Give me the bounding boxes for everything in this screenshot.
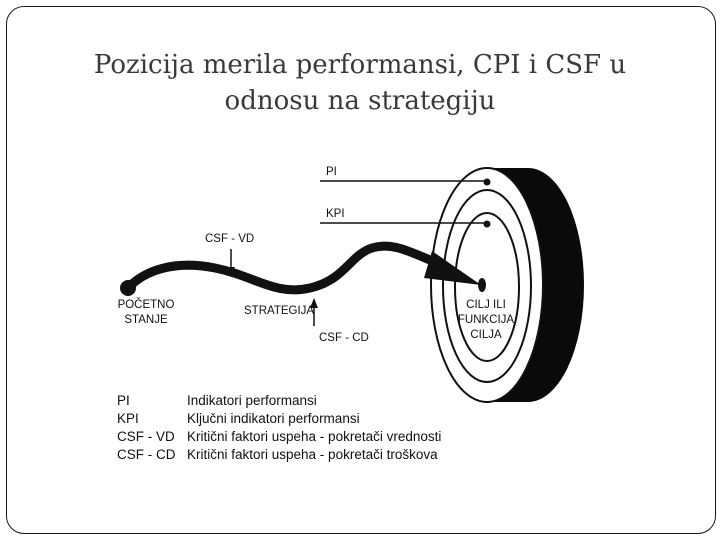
legend-row-csf-vd: CSF - VD Kritični faktori uspeha - pokre…	[117, 428, 441, 446]
label-csf-cd: CSF - CD	[319, 332, 369, 344]
pi-dot	[483, 178, 491, 186]
slide-frame	[6, 6, 716, 534]
legend: PI Indikatori performansi KPI Ključni in…	[117, 392, 441, 464]
legend-abbr: CSF - VD	[117, 429, 175, 444]
label-csf-vd: CSF - VD	[205, 233, 254, 245]
legend-desc: Ključni indikatori performansi	[187, 411, 360, 426]
target-board	[430, 167, 584, 403]
label-start-line-1: POČETNO	[118, 298, 175, 311]
legend-row-kpi: KPI Ključni indikatori performansi	[117, 410, 441, 428]
legend-row-csf-cd: CSF - CD Kritični faktori uspeha - pokre…	[117, 446, 441, 464]
label-goal-line-2: FUNKCIJA	[458, 314, 515, 326]
legend-desc: Kritični faktori uspeha - pokretači troš…	[187, 447, 438, 462]
legend-desc: Kritični faktori uspeha - pokretači vred…	[187, 429, 442, 444]
label-strategija: STRATEGIJA	[244, 305, 314, 317]
title-line-2: odnosu na strategiju	[224, 86, 496, 117]
label-start-line-2: STANJE	[124, 314, 168, 326]
title-line-1: Pozicija merila performansi, CPI i CSF u	[93, 50, 627, 81]
kpi-pointer	[320, 220, 491, 228]
label-kpi: KPI	[326, 208, 345, 220]
target-ring-middle	[442, 189, 532, 383]
target-bullseye	[478, 278, 486, 292]
legend-abbr: CSF - CD	[117, 447, 176, 462]
label-goal-line-1: CILJ ILI	[466, 299, 506, 311]
kpi-dot	[483, 220, 491, 228]
target-ring-inner	[454, 212, 520, 362]
label-goal-line-3: CILJA	[470, 329, 502, 341]
target-ring-outer	[430, 167, 544, 403]
legend-abbr: PI	[117, 393, 130, 408]
legend-desc: Indikatori performansi	[187, 393, 317, 408]
strategy-arrowhead	[424, 251, 481, 285]
legend-abbr: KPI	[117, 411, 139, 426]
strategy-path	[120, 241, 481, 296]
slide-title: Pozicija merila performansi, CPI i CSF u…	[60, 47, 660, 119]
legend-row-pi: PI Indikatori performansi	[117, 392, 441, 410]
pi-pointer	[320, 178, 491, 186]
label-pi: PI	[326, 166, 337, 178]
